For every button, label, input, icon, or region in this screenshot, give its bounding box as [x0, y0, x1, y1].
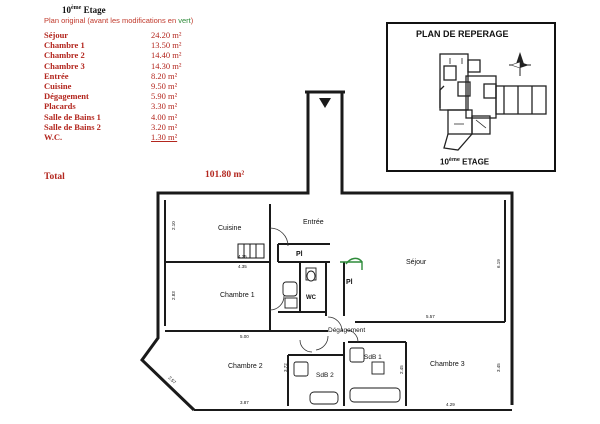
room-area: 4.00 m² — [151, 111, 178, 122]
room-label-chambre1: Chambre 1 — [220, 292, 255, 299]
room-label-sdb1: SdB 1 — [364, 354, 382, 361]
room-area: 13.50 m² — [151, 40, 182, 51]
room-label-wc: WC — [306, 295, 317, 301]
dimension-label: 2.57 — [167, 375, 177, 385]
room-row: Dégagement 5.90 m² — [44, 91, 204, 101]
room-label-chambre2: Chambre 2 — [228, 363, 263, 370]
room-row: Cuisine 9.50 m² — [44, 81, 204, 91]
dimension-label: 4.35 — [238, 254, 247, 259]
room-label-sejour: Séjour — [406, 259, 427, 266]
room-name: Salle de Bains 2 — [44, 121, 101, 132]
door-swings — [269, 227, 359, 353]
dimension-label: 3.45 — [496, 363, 501, 372]
reference-floor-label: 10ème ETAGE — [440, 157, 489, 167]
reference-plan-box: PLAN DE REPERAGE 10ème ETAGE — [386, 22, 556, 172]
room-area-list: Séjour 24.20 m² Chambre 1 13.50 m² Chambre… — [44, 30, 204, 142]
total-label: Total — [44, 172, 65, 182]
room-row: Chambre 2 14.40 m² — [44, 50, 204, 60]
reference-plan-title: PLAN DE REPERAGE — [416, 29, 509, 39]
room-name: Placards — [44, 101, 76, 112]
room-row: W.C. 1.30 m² — [44, 132, 204, 142]
room-name: Chambre 1 — [44, 40, 85, 51]
room-row: Salle de Bains 1 4.00 m² — [44, 112, 204, 122]
room-area: 3.30 m² — [151, 101, 178, 112]
room-label-entree: Entrée — [303, 219, 324, 226]
dimension-label: 3.72 — [283, 363, 288, 372]
room-row: Placards 3.30 m² — [44, 101, 204, 111]
reference-floor-suffix: ème — [448, 157, 460, 163]
dimension-label: 6.19 — [496, 259, 501, 268]
room-label-pl2: Pl — [346, 279, 353, 286]
room-row: Chambre 3 14.30 m² — [44, 61, 204, 71]
floor-number: 10 — [62, 5, 71, 15]
room-name: Séjour — [44, 30, 69, 40]
total-value: 101.80 m² — [205, 170, 245, 180]
room-area: 24.20 m² — [151, 30, 182, 40]
plan-subtitle: Plan original (avant les modifications e… — [44, 16, 193, 25]
reference-plan-drawing — [439, 52, 547, 151]
floor-word: Etage — [83, 5, 106, 15]
room-name: Salle de Bains 1 — [44, 111, 101, 122]
room-label-degagement: Dégagement — [328, 327, 365, 334]
dimension-label: 4.35 — [238, 264, 247, 269]
dimension-label: 2.45 — [399, 365, 404, 374]
reference-floor-number: 10 — [440, 157, 449, 167]
room-area: 5.90 m² — [151, 91, 178, 102]
interior-walls — [164, 200, 506, 406]
room-area: 14.40 m² — [151, 50, 182, 61]
dimension-labels: 2.10 4.35 4.35 6.19 5.57 5.00 2.83 3.72 … — [167, 221, 501, 407]
dimension-label: 2.83 — [171, 291, 176, 300]
room-row: Entrée 8.20 m² — [44, 71, 204, 81]
room-area: 3.20 m² — [151, 121, 178, 132]
dimension-label: 5.00 — [240, 334, 249, 339]
modification-lines — [340, 257, 363, 270]
room-name: Chambre 2 — [44, 50, 85, 61]
subtitle-end: ) — [190, 16, 194, 25]
reference-floor-word: ETAGE — [462, 157, 490, 167]
wc-fixtures — [282, 267, 317, 309]
dimension-label: 4.29 — [446, 402, 455, 407]
subtitle-green: vert — [178, 16, 191, 25]
room-label-cuisine: Cuisine — [218, 225, 241, 232]
entrance-marker-icon — [319, 98, 331, 108]
floor-suffix: ème — [71, 5, 82, 11]
room-area: 8.20 m² — [151, 70, 178, 81]
room-label-sdb2: SdB 2 — [316, 372, 334, 379]
bathroom-fixtures — [293, 347, 401, 405]
room-name: Cuisine — [44, 80, 72, 91]
dimension-label: 5.57 — [426, 314, 435, 319]
room-label-chambre3: Chambre 3 — [430, 361, 465, 368]
room-row: Chambre 1 13.50 m² — [44, 40, 204, 50]
room-name: Chambre 3 — [44, 60, 85, 71]
room-label-pl1: Pl — [296, 251, 303, 258]
room-area: 14.30 m² — [151, 60, 182, 71]
dimension-label: 3.87 — [240, 400, 249, 405]
subtitle-main: Plan original (avant les modifications e… — [44, 16, 179, 25]
north-arrow-icon — [509, 52, 531, 76]
room-row: Séjour 24.20 m² — [44, 30, 204, 40]
room-row: Salle de Bains 2 3.20 m² — [44, 122, 204, 132]
room-name: Entrée — [44, 70, 69, 81]
room-area: 9.50 m² — [151, 80, 178, 91]
kitchen-counter — [237, 243, 265, 259]
room-area: 1.30 m² — [151, 131, 178, 142]
dimension-label: 2.10 — [171, 221, 176, 230]
exterior-walls — [140, 90, 514, 412]
room-name: W.C. — [44, 131, 63, 142]
room-name: Dégagement — [44, 91, 89, 102]
floor-title: 10ème Etage — [62, 5, 106, 15]
